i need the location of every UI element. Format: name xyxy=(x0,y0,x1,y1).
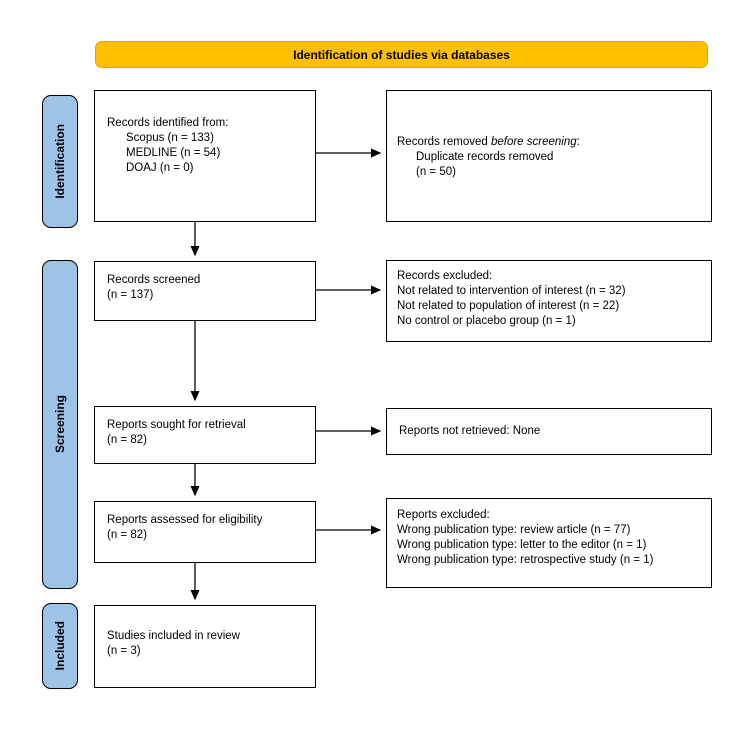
box-records-excluded: Records excluded: Not related to interve… xyxy=(386,260,712,342)
records-removed-title-suffix: : xyxy=(576,136,580,148)
box-records-screened: Records screened (n = 137) xyxy=(94,261,316,321)
stage-identification: Identification xyxy=(42,95,78,228)
reports-sought-line: Reports sought for retrieval xyxy=(107,419,246,431)
box-reports-sought: Reports sought for retrieval (n = 82) xyxy=(94,406,316,464)
stage-included: Included xyxy=(42,603,78,689)
records-removed-item: Duplicate records removed xyxy=(416,151,554,163)
reports-excluded-item: Wrong publication type: letter to the ed… xyxy=(397,539,647,551)
studies-included-line: Studies included in review xyxy=(107,630,240,642)
reports-excluded-item: Wrong publication type: retrospective st… xyxy=(397,554,654,566)
reports-excluded-item: Wrong publication type: review article (… xyxy=(397,524,631,536)
records-removed-title-italic: before screening xyxy=(490,136,577,148)
records-removed-title: Records removed before screening: xyxy=(397,135,703,150)
box-studies-included: Studies included in review (n = 3) xyxy=(94,605,316,688)
reports-assessed-line: (n = 82) xyxy=(107,529,147,541)
reports-sought-line: (n = 82) xyxy=(107,434,147,446)
banner-identification-via-databases: Identification of studies via databases xyxy=(95,41,708,68)
box-records-identified: Records identified from: Scopus (n = 133… xyxy=(94,90,316,222)
records-screened-line: Records screened xyxy=(107,274,201,286)
records-excluded-item: No control or placebo group (n = 1) xyxy=(397,315,576,327)
records-screened-line: (n = 137) xyxy=(107,289,154,301)
box-records-removed: Records removed before screening: Duplic… xyxy=(386,90,712,222)
box-reports-excluded: Reports excluded: Wrong publication type… xyxy=(386,498,712,588)
records-removed-item: (n = 50) xyxy=(416,166,456,178)
records-removed-title-prefix: Records removed xyxy=(397,136,491,148)
records-excluded-title: Records excluded: xyxy=(397,270,493,282)
records-identified-title: Records identified from: xyxy=(107,117,229,129)
reports-assessed-line: Reports assessed for eligibility xyxy=(107,514,263,526)
box-reports-assessed: Reports assessed for eligibility (n = 82… xyxy=(94,501,316,563)
studies-included-line: (n = 3) xyxy=(107,645,141,657)
box-reports-not-retrieved: Reports not retrieved: None xyxy=(386,408,712,455)
reports-not-retrieved-line: Reports not retrieved: None xyxy=(399,425,541,437)
records-identified-item: DOAJ (n = 0) xyxy=(126,162,194,174)
banner-label: Identification of studies via databases xyxy=(293,47,510,62)
records-identified-item: MEDLINE (n = 54) xyxy=(126,147,221,159)
reports-excluded-title: Reports excluded: xyxy=(397,509,490,521)
stage-screening: Screening xyxy=(42,260,78,589)
records-identified-item: Scopus (n = 133) xyxy=(126,132,214,144)
records-excluded-item: Not related to intervention of interest … xyxy=(397,285,626,297)
records-excluded-item: Not related to population of interest (n… xyxy=(397,300,620,312)
